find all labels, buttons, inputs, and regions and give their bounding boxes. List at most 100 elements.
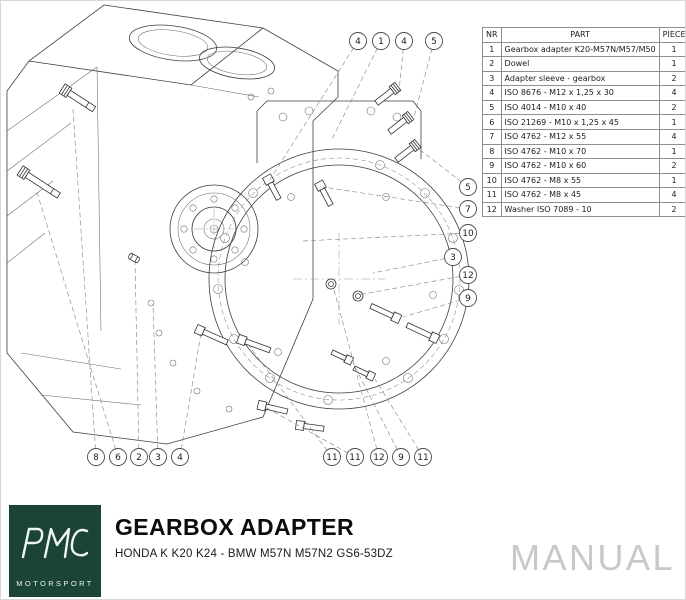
column-header: PIECE	[658, 27, 685, 43]
part-number: 3	[482, 70, 502, 87]
leader-line	[412, 40, 435, 122]
adapter-plate	[208, 100, 470, 410]
callout-number: 4	[355, 37, 361, 47]
part-name: Washer ISO 7089 - 10	[500, 201, 660, 218]
part-qty: 1	[658, 172, 685, 189]
leader-line	[134, 260, 140, 458]
column-header: PART	[500, 27, 660, 43]
callout-number: 11	[326, 453, 337, 463]
part-name: ISO 4762 - M10 x 70	[500, 143, 660, 160]
leader-line	[35, 188, 119, 458]
brand-logo: MOTORSPORT	[9, 505, 101, 597]
part-qty: 2	[658, 158, 685, 174]
part-number: 1	[482, 41, 502, 58]
leader-line	[152, 303, 159, 458]
bolt-icon	[58, 83, 97, 113]
callout-balloon	[414, 448, 432, 466]
brand-name: MOTORSPORT	[16, 579, 94, 588]
callout-number: 11	[417, 453, 428, 463]
callout-balloon	[372, 32, 390, 50]
part-qty: 4	[658, 187, 685, 203]
callout-number: 12	[462, 271, 473, 281]
callout-number: 9	[398, 453, 404, 463]
part-number: 2	[482, 56, 502, 72]
leader-line	[268, 40, 359, 182]
callout-balloon	[459, 200, 477, 218]
leader-line	[402, 297, 469, 318]
part-number: 12	[482, 201, 502, 218]
leader-line	[246, 342, 333, 458]
part-name: ISO 21269 - M10 x 1,25 x 45	[500, 114, 660, 130]
pmc-logo-icon	[21, 527, 89, 559]
part-number: 9	[482, 158, 502, 174]
callout-number: 3	[155, 453, 161, 463]
part-qty: 2	[658, 70, 685, 87]
part-number: 7	[482, 128, 502, 145]
callout-balloon	[349, 32, 367, 50]
dowel-icon	[128, 252, 140, 264]
bolt-icon	[294, 419, 325, 432]
leader-line	[179, 332, 202, 458]
callout-balloon	[425, 32, 443, 50]
callout-balloon	[149, 448, 167, 466]
bolt-icon	[387, 110, 415, 135]
washer-icon	[325, 278, 364, 302]
title-block: GEARBOX ADAPTER HONDA K K20 K24 - BMW M5…	[115, 514, 393, 560]
callout-number: 11	[349, 453, 360, 463]
part-qty: 2	[658, 99, 685, 116]
leader-line	[374, 378, 424, 458]
bolt-icon	[256, 399, 289, 415]
leader-line	[264, 406, 356, 458]
part-name: ISO 4762 - M8 x 55	[500, 172, 660, 189]
leader-line	[72, 108, 97, 458]
callout-balloon	[395, 32, 413, 50]
leader-line	[330, 40, 382, 142]
bolt-icon	[262, 173, 282, 201]
page-title: GEARBOX ADAPTER	[115, 514, 354, 540]
callout-balloon	[392, 448, 410, 466]
part-qty: 1	[658, 41, 685, 58]
part-number: 8	[482, 143, 502, 160]
callout-number: 10	[462, 229, 474, 239]
bolt-icon	[394, 138, 422, 163]
callout-number: 8	[93, 453, 99, 463]
bolt-icon	[374, 81, 402, 106]
callout-balloon	[323, 448, 341, 466]
bolt-icon	[193, 323, 229, 346]
part-qty: 1	[658, 114, 685, 130]
bolt-icon	[16, 165, 61, 199]
callout-balloon	[459, 224, 477, 242]
bolt-icon	[352, 365, 377, 382]
callout-number: 1	[378, 37, 384, 47]
part-name: Gearbox adapter K20-M57N/M57/M50	[500, 41, 660, 58]
part-qty: 4	[658, 128, 685, 145]
callout-balloon	[459, 266, 477, 284]
callout-balloon	[130, 448, 148, 466]
bolt-icon	[330, 349, 355, 366]
part-name: ISO 8676 - M12 x 1,25 x 30	[500, 85, 660, 101]
bolt-icon	[369, 303, 403, 325]
part-qty: 1	[658, 56, 685, 72]
part-number: 5	[482, 99, 502, 116]
leader-line	[352, 362, 402, 458]
flywheel	[169, 184, 259, 274]
part-name: ISO 4762 - M10 x 60	[500, 158, 660, 174]
part-number: 4	[482, 85, 502, 101]
bolt-icon	[405, 322, 441, 345]
page-subtitle: HONDA K K20 K24 - BMW M57N M57N2 GS6-53D…	[115, 548, 393, 560]
